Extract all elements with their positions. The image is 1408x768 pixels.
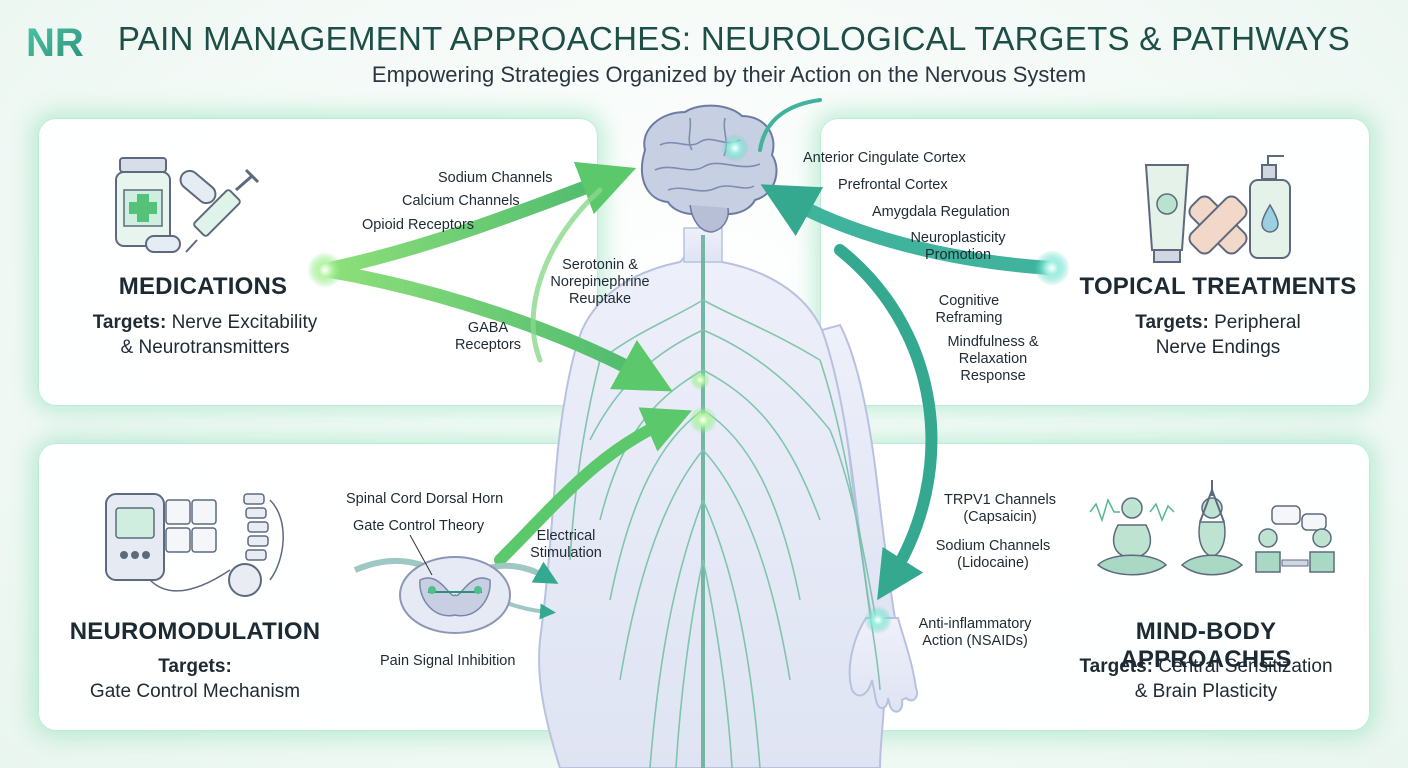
page-title: PAIN MANAGEMENT APPROACHES: NEUROLOGICAL…	[117, 20, 1351, 57]
human-body	[538, 227, 918, 768]
spinal-glow-node	[689, 406, 717, 434]
spinal-cord-cross-section-icon	[353, 534, 559, 634]
medications-targets: Targets: Nerve Excitability & Neurotrans…	[92, 312, 318, 358]
neuromodulation-targets: Targets: Gate Control Mechanism	[89, 656, 301, 702]
medication-pathway-arrows	[318, 161, 673, 392]
capsule-pill-icon	[145, 169, 217, 253]
syringe-icon	[185, 168, 260, 253]
label-spinal-cord-dorsal-horn: Spinal Cord Dorsal Horn	[346, 491, 504, 507]
neuromodulation-heading: NEUROMODULATION	[69, 618, 321, 645]
label-pain-signal-inhibition: Pain Signal Inhibition	[380, 653, 516, 669]
tens-device-icon	[105, 493, 231, 592]
cream-tube-icon	[1144, 164, 1190, 263]
mind-body-heading: MIND-BODY APPROACHES	[1120, 618, 1292, 673]
pump-bottle-icon	[1249, 155, 1291, 259]
label-gate-control-theory: Gate Control Theory	[353, 518, 485, 534]
label-trpv1-channels: TRPV1 Channels(Capsaicin)	[943, 492, 1057, 525]
hand-glow-node	[864, 606, 892, 634]
bandage-icon	[1188, 195, 1248, 255]
nr-logo: NR	[26, 21, 84, 62]
medications-heading: MEDICATIONS	[118, 273, 288, 300]
label-sodium-channels-lidocaine: Sodium Channels(Lidocaine)	[935, 538, 1051, 571]
label-anterior-cingulate-cortex: Anterior Cingulate Cortex	[803, 150, 966, 166]
mind-body-targets: Targets: Central Sensitization & Brain P…	[1079, 656, 1333, 702]
label-prefrontal-cortex: Prefrontal Cortex	[838, 177, 948, 193]
medications-glow-node	[307, 252, 343, 288]
medication-bottle-icon	[115, 157, 171, 247]
label-sodium-channels: Sodium Channels	[438, 170, 553, 186]
topical-glow-node	[1034, 250, 1070, 286]
label-amygdala-regulation: Amygdala Regulation	[872, 204, 1010, 220]
svg-text:NR: NR	[26, 21, 84, 62]
label-calcium-channels: Calcium Channels	[402, 193, 520, 209]
yoga-figure-icon	[1180, 480, 1244, 576]
label-opioid-receptors: Opioid Receptors	[362, 217, 475, 233]
meditation-figure-icon	[1089, 497, 1175, 576]
therapy-conversation-icon	[1255, 505, 1335, 573]
page-subtitle: Empowering Strategies Organized by their…	[371, 62, 1087, 87]
neuromodulation-arrow	[494, 407, 693, 566]
topical-treatments-targets: Targets: Peripheral Nerve Endings	[1135, 312, 1301, 358]
spinal-stimulator-icon	[228, 493, 284, 597]
topical-treatments-heading: TOPICAL TREATMENTS	[1079, 273, 1357, 300]
mind-body-pathway-arrows	[758, 98, 1057, 601]
brain-illustration	[640, 104, 778, 233]
